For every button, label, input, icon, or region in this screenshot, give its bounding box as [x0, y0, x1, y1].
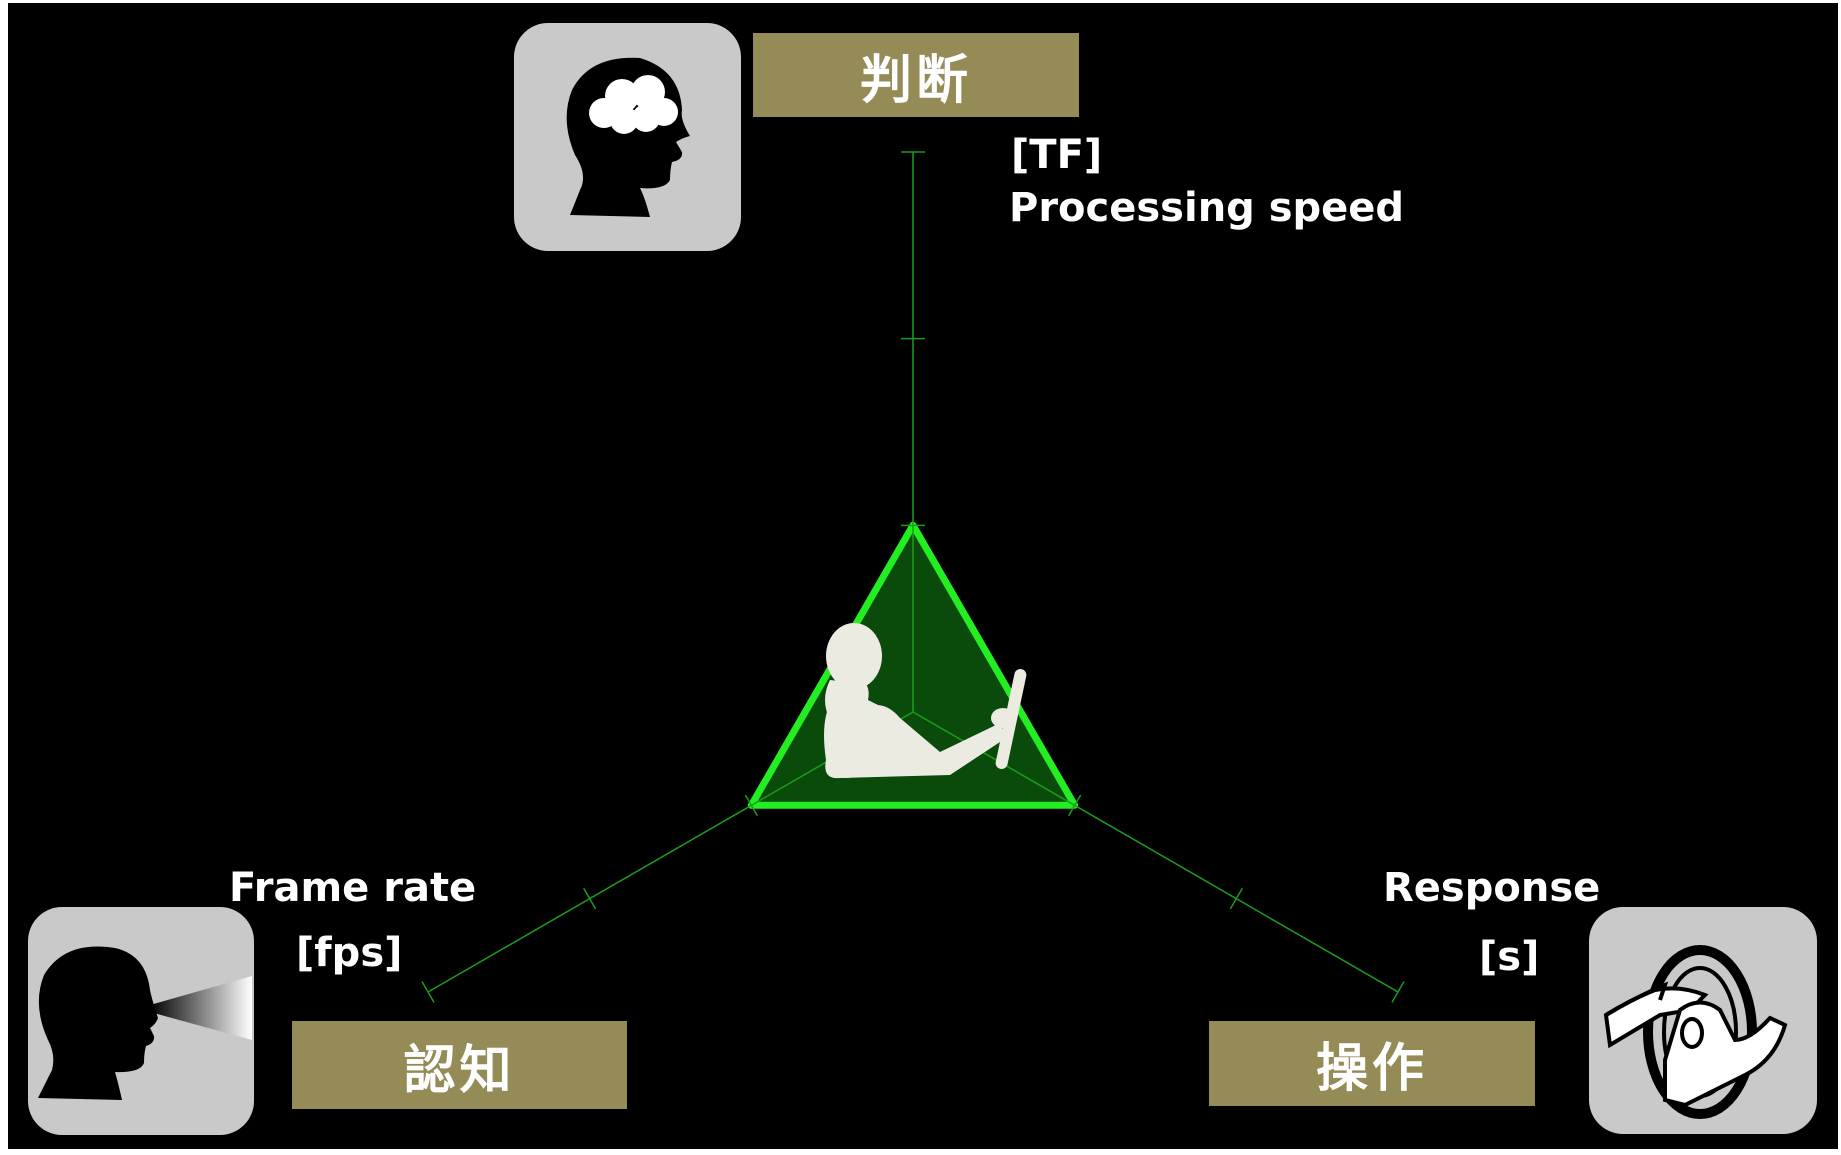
axis-label-operation: Response: [1383, 865, 1601, 911]
axis-tick-1-3: [421, 981, 435, 1003]
axis-unit-judgement: [TF]: [1011, 132, 1103, 178]
axis-tick-1-2: [583, 887, 597, 910]
axis-unit-perception: [fps]: [296, 930, 403, 976]
axis-name-operation: 操作: [1209, 1021, 1535, 1106]
axis-name-perception: 認知: [292, 1021, 627, 1109]
eye-head-tile: [28, 907, 254, 1135]
axis-line-2: [912, 711, 1399, 993]
steering-hands-tile: [1589, 907, 1817, 1134]
brain-head-icon: [566, 57, 690, 218]
axis-tick-2-2: [1229, 887, 1243, 910]
axis-unit-operation: [s]: [1479, 934, 1540, 980]
axis-label-perception: Frame rate: [229, 865, 477, 911]
axis-tick-1-1: [744, 794, 758, 817]
axis-label-judgement: Processing speed: [1009, 185, 1405, 231]
axis-name-judgement: 判断: [753, 33, 1079, 117]
ticks-group: [421, 151, 1405, 1003]
eye-head-icon: [38, 946, 252, 1100]
axis-tick-2-3: [1391, 981, 1405, 1003]
steering-hands-icon: [1603, 945, 1788, 1119]
brain-head-tile: [514, 23, 741, 251]
axis-tick-2-1: [1068, 794, 1082, 817]
driver-icon: [824, 623, 1027, 779]
